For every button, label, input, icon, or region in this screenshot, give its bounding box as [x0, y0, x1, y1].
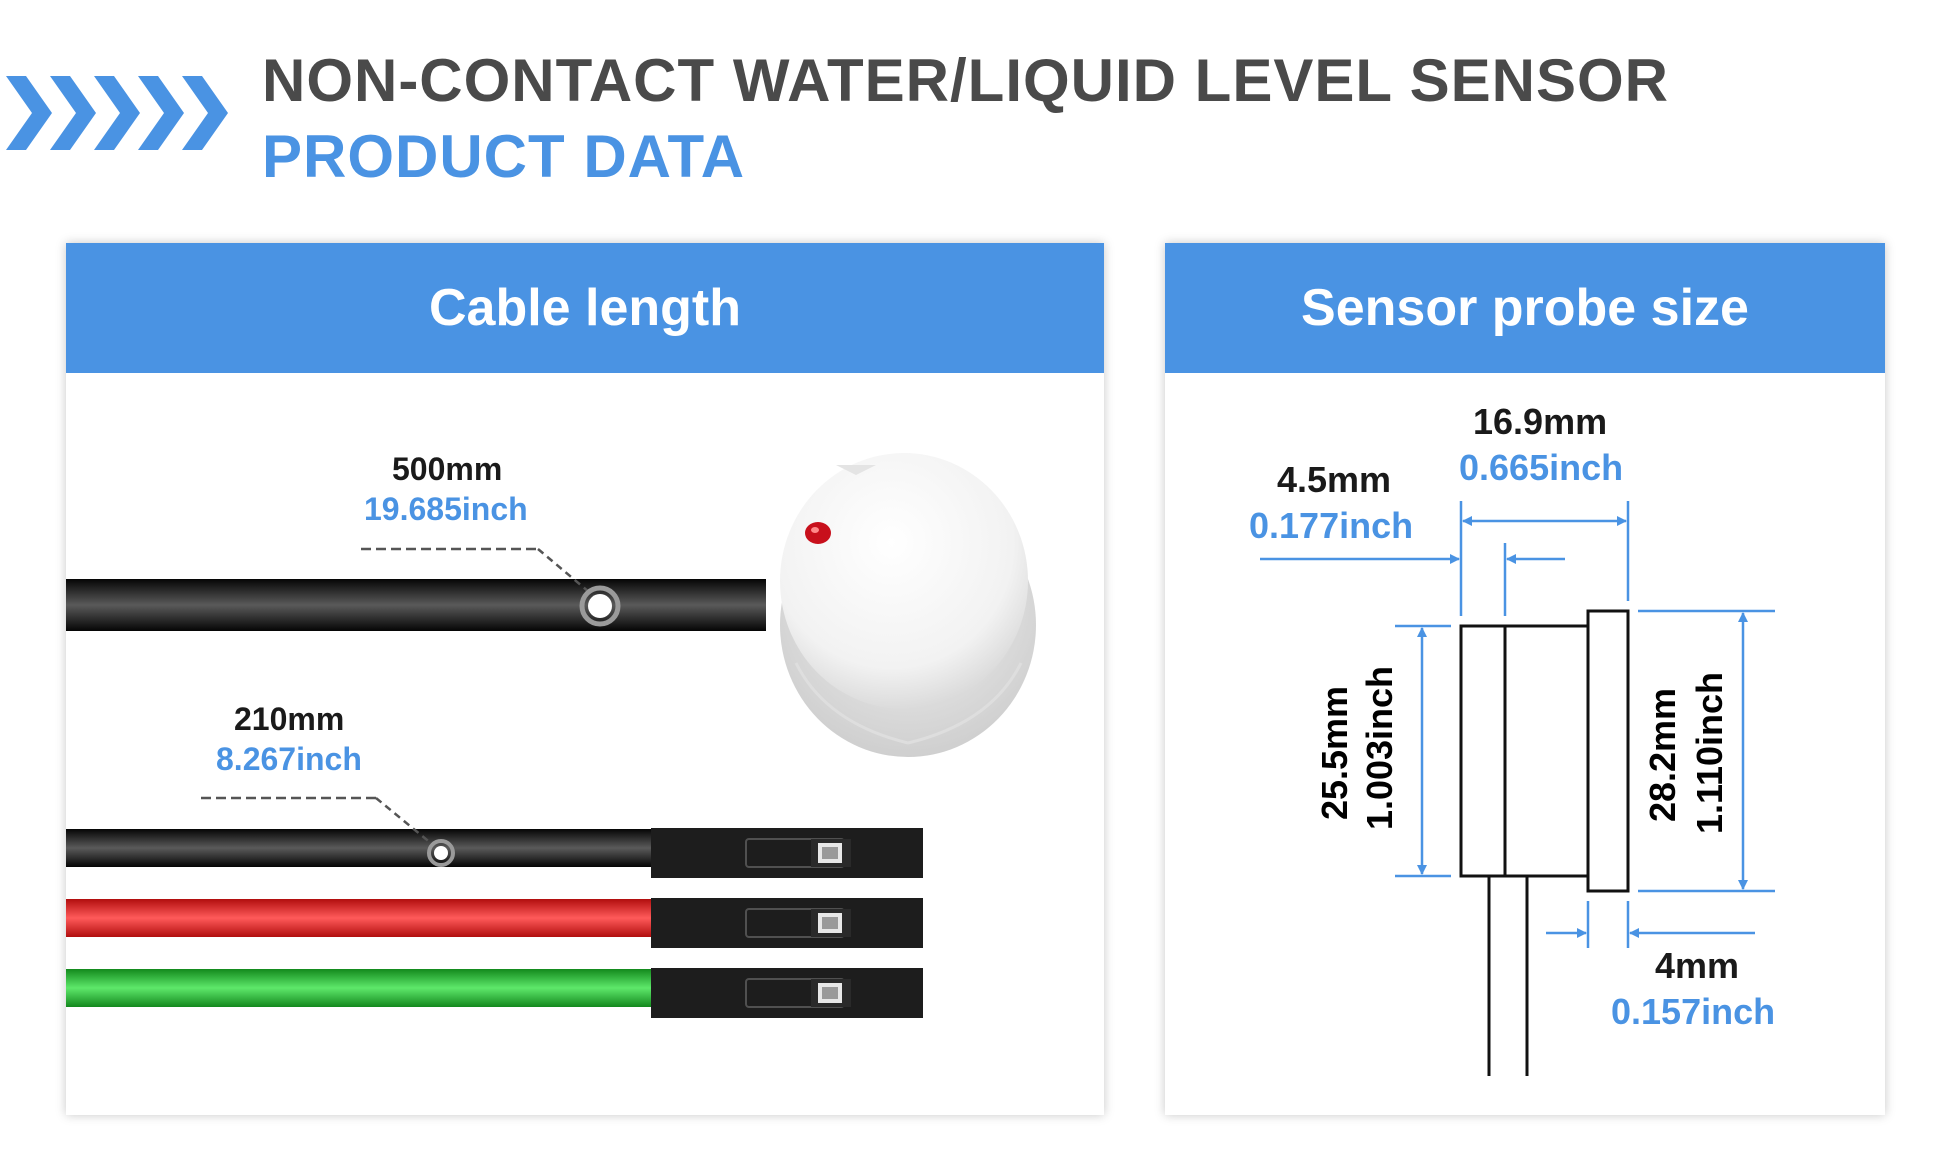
dupont-connector — [651, 828, 923, 878]
flange-thickness-inch: 0.157inch — [1611, 991, 1776, 1032]
probe-size-panel: Sensor probe size — [1165, 243, 1885, 1115]
flange-thickness-mm: 4mm — [1655, 945, 1740, 986]
cable-length-heading: Cable length — [66, 243, 1104, 373]
flange-height-mm: 28.2mm — [1642, 687, 1683, 823]
front-width-mm: 4.5mm — [1277, 459, 1392, 500]
black-wire — [66, 829, 656, 867]
short-cable-length-inch: 8.267inch — [216, 741, 362, 777]
red-wire — [66, 899, 656, 937]
dupont-connector — [651, 898, 923, 948]
dimension-lines — [1260, 501, 1775, 948]
green-wire — [66, 969, 656, 1007]
cable-length-panel: Cable length — [66, 243, 1104, 1115]
long-cable-length-inch: 19.685inch — [364, 491, 528, 527]
probe-dimension-drawing — [1260, 501, 1775, 1076]
body-height-mm: 25.5mm — [1314, 685, 1355, 821]
page-subtitle: PRODUCT DATA — [262, 123, 746, 190]
long-cable-callout — [361, 547, 621, 627]
total-width-inch: 0.665inch — [1459, 447, 1624, 488]
probe-size-heading: Sensor probe size — [1165, 243, 1885, 373]
flange-height-inch: 1.110inch — [1689, 671, 1730, 835]
page-title: NON-CONTACT WATER/LIQUID LEVEL SENSOR — [262, 47, 1670, 114]
dupont-connector — [651, 968, 923, 1018]
long-cable — [66, 579, 766, 631]
front-width-inch: 0.177inch — [1249, 505, 1414, 546]
total-width-mm: 16.9mm — [1473, 401, 1608, 442]
short-cable-length-mm: 210mm — [234, 701, 345, 737]
body-height-inch: 1.003inch — [1359, 665, 1400, 831]
chevron-arrows-icon — [6, 76, 228, 150]
short-cable-callout — [201, 796, 455, 867]
long-cable-length-mm: 500mm — [392, 451, 503, 487]
probe-outline — [1459, 609, 1630, 1076]
cable-illustration — [66, 453, 1036, 1018]
sensor-probe-image — [780, 453, 1036, 757]
